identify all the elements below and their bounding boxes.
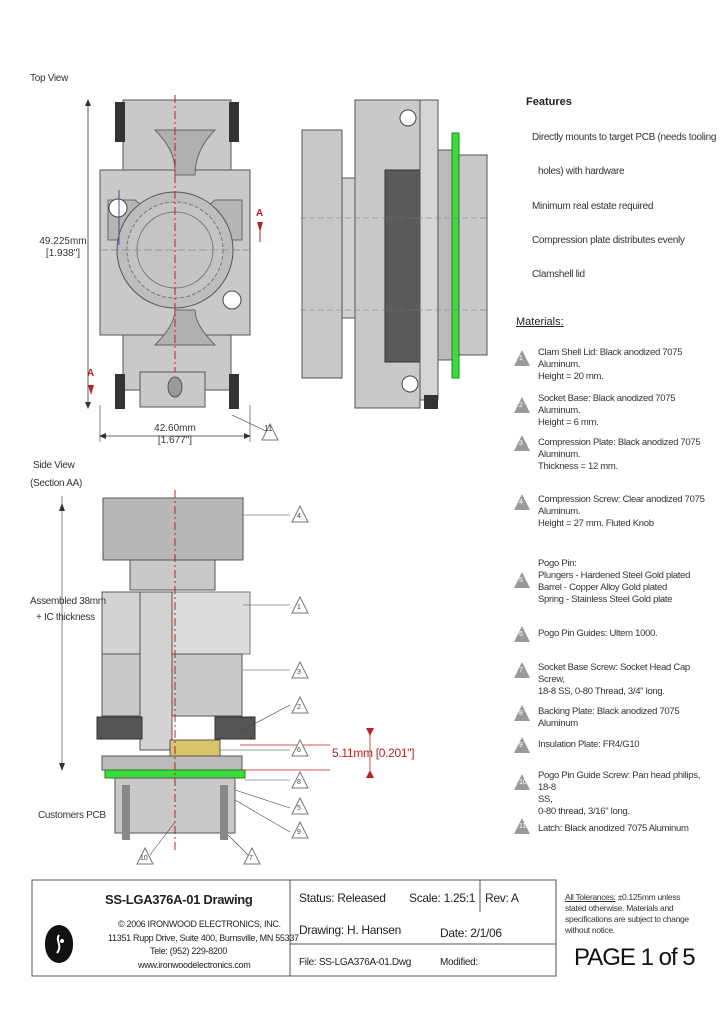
- height-dimension: 49.225mm [1.938"]: [38, 236, 88, 260]
- top-view-drawing: [85, 95, 279, 442]
- callout-side-8: 8: [297, 779, 301, 786]
- tolerances-note: All Tolerances: ±0.125mm unless stated o…: [565, 892, 690, 936]
- material-callout-icon: 3: [514, 435, 530, 451]
- logo-mark-icon: [56, 934, 64, 954]
- phone: Tele: (952) 229-8200: [150, 946, 228, 956]
- material-item-2: Socket Base: Black anodized 7075 Aluminu…: [538, 393, 676, 428]
- assembled-label-1: Assembled 38mm: [30, 596, 106, 607]
- material-callout-icon: 4: [514, 494, 530, 510]
- material-callout-icon: 6: [514, 626, 530, 642]
- height-in: [1.938"]: [45, 248, 81, 259]
- drawn-by: Drawing: H. Hansen: [299, 923, 401, 937]
- material-item-5: Pogo Pin:Plungers - Hardened Steel Gold …: [538, 558, 691, 605]
- material-callout-icon: 1: [514, 350, 530, 366]
- feature-item: Compression plate distributes evenly: [532, 235, 685, 246]
- material-item-9: Insulation Plate: FR4/G10: [538, 739, 640, 750]
- copyright: © 2006 IRONWOOD ELECTRONICS, INC.: [118, 919, 281, 929]
- section-marker-right: A: [256, 208, 264, 219]
- material-callout-icon: 9: [514, 737, 530, 753]
- side-view-label: Side View: [33, 460, 75, 471]
- callout-side-5: 5: [297, 805, 301, 812]
- feature-item: Minimum real estate required: [532, 201, 654, 212]
- callout-7: 7: [249, 855, 253, 862]
- width-mm: 42.60mm: [154, 423, 196, 434]
- material-item-10: Pogo Pin Guide Screw: Pan head philips, …: [538, 770, 701, 817]
- callout-11: 11: [264, 424, 273, 433]
- side-view-sub: (Section AA): [30, 478, 82, 489]
- callout-side-2: 2: [297, 704, 301, 711]
- assembled-label-2: + IC thickness: [36, 612, 95, 623]
- section-callouts: [136, 504, 309, 865]
- side-elevation-drawing: [300, 99, 488, 409]
- material-item-6: Pogo Pin Guides: Ultem 1000.: [538, 628, 658, 639]
- tolerances-text: ±0.125mm unless stated otherwise. Materi…: [565, 892, 689, 935]
- callout-side-9: 9: [297, 829, 301, 836]
- page-indicator: PAGE 1 of 5: [574, 944, 696, 971]
- height-mm: 49.225mm: [39, 236, 87, 247]
- address: 11351 Rupp Drive, Suite 400, Burnsville,…: [108, 933, 299, 943]
- website[interactable]: www.ironwoodelectronics.com: [138, 960, 251, 970]
- material-callout-icon: 11: [514, 818, 530, 834]
- materials-title: Materials:: [516, 316, 564, 328]
- scale: Scale: 1.25:1: [409, 891, 476, 905]
- file-name: File: SS-LGA376A-01.Dwg: [299, 957, 412, 968]
- customer-pcb-label: Customers PCB: [38, 810, 106, 821]
- material-callout-icon: 8: [514, 705, 530, 721]
- modified: Modified:: [440, 957, 478, 968]
- material-callout-icon: 7: [514, 662, 530, 678]
- section-marker-left: A: [87, 368, 95, 379]
- feature-item: Clamshell lid: [532, 269, 585, 280]
- width-in: [1.677"]: [157, 435, 193, 446]
- material-item-7: Socket Base Screw: Socket Head Cap Screw…: [538, 662, 690, 697]
- material-callout-icon: 10: [514, 774, 530, 790]
- material-item-8: Backing Plate: Black anodized 7075 Alumi…: [538, 706, 680, 729]
- callout-10: 10: [140, 855, 148, 862]
- gap-dimension: 5.11mm [0.201"]: [332, 746, 415, 760]
- feature-item: holes) with hardware: [538, 166, 625, 177]
- material-item-11: Latch: Black anodized 7075 Aluminum: [538, 823, 689, 834]
- title-block-frame: [31, 879, 557, 977]
- revision: Rev: A: [485, 891, 519, 905]
- callout-side-4: 4: [297, 513, 301, 520]
- ironwood-logo: [45, 925, 73, 963]
- material-callout-icon: 5: [514, 572, 530, 588]
- date: Date: 2/1/06: [440, 926, 502, 940]
- features-title: Features: [526, 96, 572, 108]
- material-item-1: Clam Shell Lid: Black anodized 7075 Alum…: [538, 347, 683, 382]
- callout-side-3: 3: [297, 669, 301, 676]
- drawing-title: SS-LGA376A-01 Drawing: [105, 892, 253, 907]
- width-dimension: 42.60mm [1.677"]: [145, 423, 205, 447]
- callout-side-1: 1: [297, 604, 301, 611]
- material-callout-icon: 2: [514, 397, 530, 413]
- status: Status: Released: [299, 891, 386, 905]
- callout-side-6: 6: [297, 747, 301, 754]
- feature-item: Directly mounts to target PCB (needs too…: [532, 132, 717, 143]
- section-view-drawing: [59, 490, 374, 856]
- top-view-label: Top View: [30, 73, 68, 84]
- tolerances-label: All Tolerances:: [565, 892, 616, 902]
